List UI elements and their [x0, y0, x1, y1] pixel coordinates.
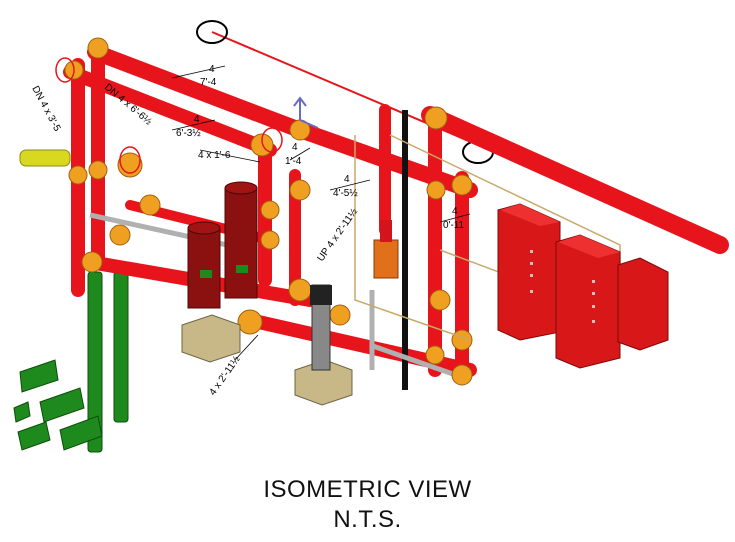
- dim-up-4x2-11: UP 4 x 2'-11½: [315, 206, 360, 264]
- dim-top-7-4: 7'-4: [200, 77, 217, 88]
- dim-mid-4: 4: [194, 114, 200, 125]
- orange-valve-body: [373, 220, 399, 279]
- green-pipe-group: [13, 271, 129, 453]
- dim-mid-6-3: 6'-3½: [176, 128, 201, 139]
- dim-4-b: 4: [344, 174, 350, 185]
- dim-top-4: 4: [209, 64, 215, 75]
- drawing-scale-note: N.T.S.: [333, 506, 402, 533]
- callout-circle-top: [196, 20, 228, 44]
- dim-4x1-6: 4 x 1'-6: [198, 150, 231, 161]
- dim-dn-4x3-5: DN 4 x 3'-5: [29, 84, 62, 133]
- jockey-pump: [310, 284, 332, 371]
- orange-fittings: [64, 37, 473, 386]
- dim-1-4: 1'-4: [285, 156, 302, 167]
- control-panels: [497, 203, 669, 369]
- dim-0-11: 0'-11: [443, 220, 465, 231]
- blue-arrow-icon: [293, 96, 319, 129]
- dim-4-c: 4: [452, 206, 458, 217]
- small-markers: [55, 57, 283, 174]
- dim-4-5: 4'-5½: [333, 188, 358, 199]
- yellow-pipe: [19, 149, 71, 167]
- dim-4-a: 4: [292, 142, 298, 153]
- pump-cylinders: [187, 181, 258, 309]
- dimension-leaders: [171, 65, 471, 361]
- pump-bases: [181, 314, 353, 406]
- drawing-title: ISOMETRIC VIEW: [263, 476, 472, 503]
